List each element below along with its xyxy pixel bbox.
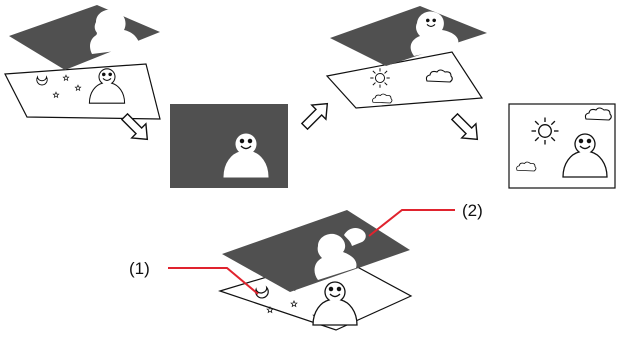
night-picture-sheet	[5, 64, 160, 119]
arrow-icon	[448, 110, 485, 147]
callout-label-2: (2)	[462, 201, 483, 220]
callout-2: (2)	[369, 201, 483, 236]
sun-icon	[532, 118, 559, 145]
mask-sheet	[9, 5, 160, 70]
mask-result	[170, 104, 288, 188]
labelled-stack: (1) (2)	[129, 201, 483, 330]
callout-label-1: (1)	[129, 259, 150, 278]
sheet-outline	[327, 52, 482, 108]
mask-sheet	[330, 6, 487, 66]
arrow-icon	[298, 97, 335, 134]
sheet-outline	[5, 64, 160, 119]
day-picture-sheet	[327, 52, 482, 108]
stack-day-scene	[327, 6, 487, 108]
stack-night-scene	[5, 5, 160, 119]
sun-icon	[370, 68, 390, 88]
final-composite	[509, 104, 615, 188]
callout-leader-line	[369, 210, 455, 236]
